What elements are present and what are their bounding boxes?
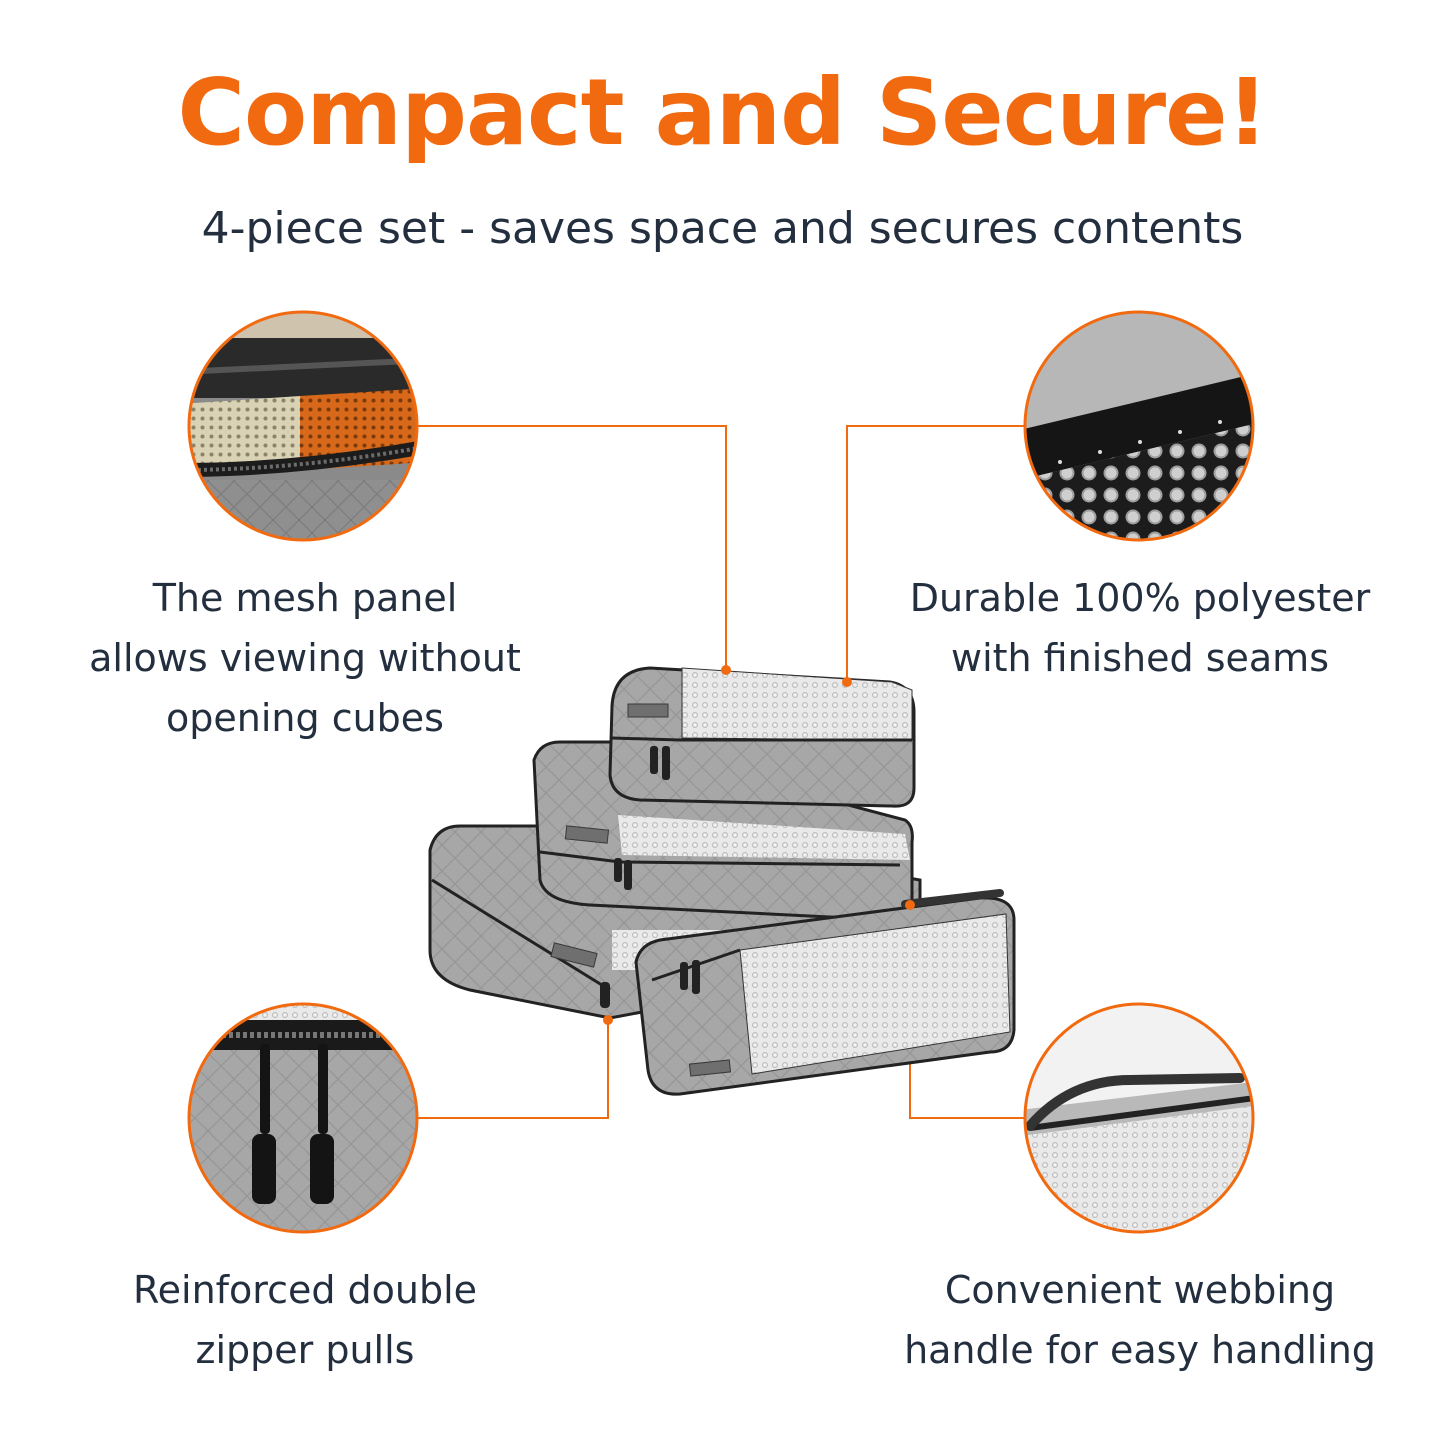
feature-zipper-caption: Reinforced double zipper pulls (40, 1260, 570, 1380)
feature-mesh-line-3: opening cubes (166, 696, 444, 740)
feature-zipper-line-1: Reinforced double (132, 1268, 478, 1312)
feature-polyester-line-2: with finished seams (950, 636, 1329, 680)
mesh-panel-closeup-icon (187, 310, 419, 542)
handle-closeup-icon (1023, 1002, 1255, 1234)
page-subtitle: 4-piece set - saves space and secures co… (201, 203, 1244, 254)
feature-polyester-line-1: Durable 100% polyester (909, 576, 1371, 620)
feature-mesh-line-1: The mesh panel (152, 576, 458, 620)
feature-handle-caption: Convenient webbing handle for easy handl… (880, 1260, 1400, 1380)
packing-cubes (428, 666, 1016, 1096)
seam-closeup-icon (1023, 310, 1255, 542)
slim-cube (634, 889, 1016, 1096)
callout-dots (603, 665, 915, 1025)
zipper-closeup-icon (187, 1002, 419, 1234)
page-title: Compact and Secure! (177, 59, 1269, 166)
small-cube (608, 666, 916, 808)
feature-handle-line-1: Convenient webbing (944, 1268, 1336, 1312)
feature-handle-line-2: handle for easy handling (904, 1328, 1376, 1372)
feature-mesh-line-2: allows viewing without (89, 636, 521, 680)
feature-polyester-caption: Durable 100% polyester with finished sea… (880, 568, 1400, 688)
feature-mesh-caption: The mesh panel allows viewing without op… (40, 568, 570, 748)
feature-zipper-line-2: zipper pulls (195, 1328, 415, 1372)
